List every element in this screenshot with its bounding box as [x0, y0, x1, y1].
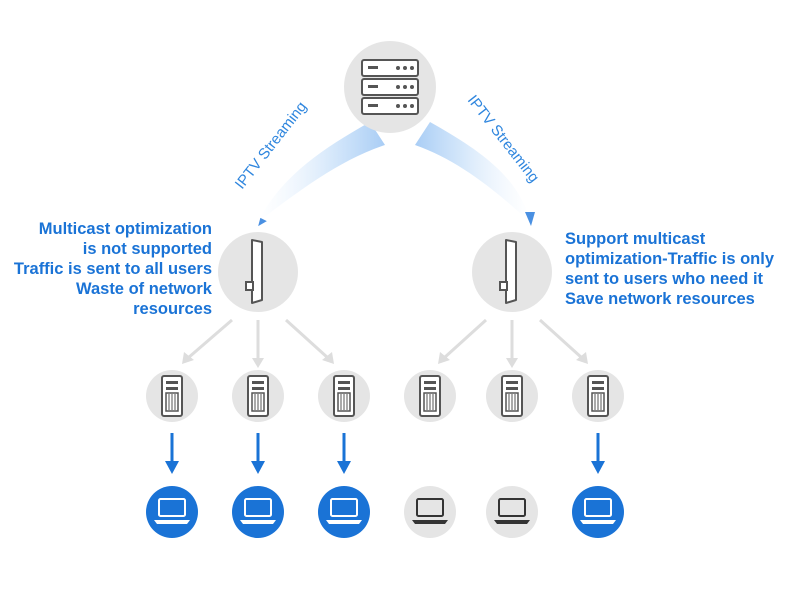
left-description: Multicast optimization is not supported … [10, 219, 212, 319]
laptop-icon-active [146, 486, 198, 538]
stream-arrow-left [258, 217, 267, 227]
down-arrow-icon [337, 433, 351, 474]
cpe-icon [572, 370, 624, 422]
ap-connectors [187, 318, 584, 362]
server-icon [344, 41, 436, 133]
right-line: Save network resources [565, 290, 755, 308]
stream-arrow-right [525, 212, 535, 226]
laptop-icon-active [318, 486, 370, 538]
left-line: resources [133, 300, 212, 318]
left-line: Waste of network [76, 280, 212, 298]
access-point-icon-left [218, 232, 298, 312]
down-arrow-icon [251, 433, 265, 474]
right-line: sent to users who need it [565, 270, 764, 288]
laptop-icon-active [572, 486, 624, 538]
laptop-icon [486, 486, 538, 538]
cpe-icon [404, 370, 456, 422]
cpe-icon [146, 370, 198, 422]
access-point-icon-right [472, 232, 552, 312]
stream-beam-right [415, 122, 530, 222]
stream-beam-left [258, 122, 385, 222]
right-description: Support multicast optimization-Traffic i… [565, 229, 797, 309]
laptop-icon-active [232, 486, 284, 538]
left-line: Multicast optimization [38, 220, 212, 238]
down-arrow-icon [591, 433, 605, 474]
cpe-icon [318, 370, 370, 422]
right-line: Support multicast [565, 230, 706, 248]
cpe-icon [232, 370, 284, 422]
cpe-icon [486, 370, 538, 422]
left-line: Traffic is sent to all users [13, 260, 212, 278]
left-line: is not supported [82, 240, 212, 258]
down-arrow-icon [165, 433, 179, 474]
right-line: optimization-Traffic is only [565, 250, 775, 268]
laptop-icon [404, 486, 456, 538]
